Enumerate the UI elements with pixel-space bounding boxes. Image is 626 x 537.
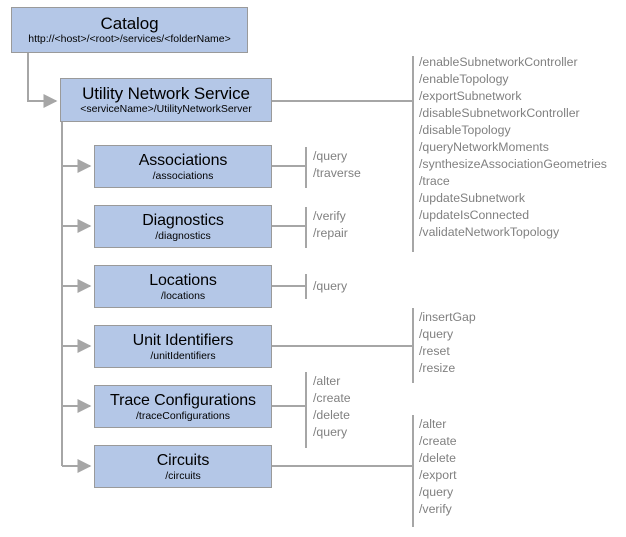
op-list-locations: /query <box>313 278 347 295</box>
catalog-title: Catalog <box>100 14 159 33</box>
op-bar-trace-configurations <box>305 372 307 448</box>
op-item[interactable]: /query <box>419 485 454 499</box>
op-list-trace-configurations: /alter /create /delete /query <box>313 373 351 441</box>
op-item[interactable]: /delete <box>419 451 456 465</box>
unit-identifiers-title: Unit Identifiers <box>132 331 234 349</box>
circuits-path: /circuits <box>165 469 201 482</box>
node-unit-identifiers[interactable]: Unit Identifiers /unitIdentifiers <box>94 325 272 368</box>
diagnostics-path: /diagnostics <box>155 229 211 242</box>
op-item[interactable]: /create <box>313 391 351 405</box>
locations-title: Locations <box>149 271 217 289</box>
op-item[interactable]: /synthesizeAssociationGeometries <box>419 157 607 171</box>
op-item[interactable]: /query <box>313 279 348 293</box>
op-item[interactable]: /traverse <box>313 166 361 180</box>
op-item[interactable]: /query <box>313 425 348 439</box>
op-item[interactable]: /updateIsConnected <box>419 208 530 222</box>
node-utility-network-service[interactable]: Utility Network Service <serviceName>/Ut… <box>60 78 272 122</box>
op-item[interactable]: /delete <box>313 408 350 422</box>
associations-path: /associations <box>152 169 214 182</box>
node-circuits[interactable]: Circuits /circuits <box>94 445 272 488</box>
node-associations[interactable]: Associations /associations <box>94 145 272 188</box>
catalog-path: http://<host>/<root>/services/<folderNam… <box>28 33 231 45</box>
node-locations[interactable]: Locations /locations <box>94 265 272 308</box>
op-item[interactable]: /query <box>419 327 454 341</box>
op-item[interactable]: /trace <box>419 174 450 188</box>
op-bar-service <box>412 56 414 252</box>
op-bar-locations <box>305 274 307 299</box>
trace-configurations-title: Trace Configurations <box>110 391 256 409</box>
op-bar-unit-identifiers <box>412 308 414 383</box>
node-diagnostics[interactable]: Diagnostics /diagnostics <box>94 205 272 248</box>
circuits-title: Circuits <box>156 451 210 469</box>
op-item[interactable]: /resize <box>419 361 456 375</box>
op-list-circuits: /alter /create /delete /export /query /v… <box>419 416 457 518</box>
op-list-associations: /query /traverse <box>313 148 361 182</box>
op-item[interactable]: /exportSubnetwork <box>419 89 522 103</box>
locations-path: /locations <box>160 289 206 302</box>
op-list-unit-identifiers: /insertGap /query /reset /resize <box>419 309 476 377</box>
op-list-service: /enableSubnetworkController /enableTopol… <box>419 54 607 241</box>
op-item[interactable]: /enableSubnetworkController <box>419 55 578 69</box>
op-item[interactable]: /alter <box>313 374 341 388</box>
service-title: Utility Network Service <box>82 84 250 103</box>
op-item[interactable]: /enableTopology <box>419 72 509 86</box>
op-item[interactable]: /queryNetworkMoments <box>419 140 549 154</box>
op-bar-diagnostics <box>305 207 307 248</box>
op-list-diagnostics: /verify /repair <box>313 208 348 242</box>
op-item[interactable]: /verify <box>313 209 346 223</box>
op-item[interactable]: /alter <box>419 417 447 431</box>
op-item[interactable]: /disableTopology <box>419 123 511 137</box>
op-item[interactable]: /validateNetworkTopology <box>419 225 560 239</box>
unit-identifiers-path: /unitIdentifiers <box>150 349 216 362</box>
op-item[interactable]: /disableSubnetworkController <box>419 106 580 120</box>
node-trace-configurations[interactable]: Trace Configurations /traceConfiguration… <box>94 385 272 428</box>
op-bar-circuits <box>412 415 414 527</box>
service-path: <serviceName>/UtilityNetworkServer <box>80 103 252 115</box>
associations-title: Associations <box>138 151 228 169</box>
op-item[interactable]: /verify <box>419 502 452 516</box>
op-item[interactable]: /create <box>419 434 457 448</box>
node-catalog[interactable]: Catalog http://<host>/<root>/services/<f… <box>11 7 248 53</box>
op-bar-associations <box>305 147 307 188</box>
trace-configurations-path: /traceConfigurations <box>136 409 230 422</box>
op-item[interactable]: /updateSubnetwork <box>419 191 525 205</box>
edge-catalog-to-service <box>27 53 58 108</box>
op-item[interactable]: /export <box>419 468 457 482</box>
op-item[interactable]: /insertGap <box>419 310 476 324</box>
diagnostics-title: Diagnostics <box>142 211 224 229</box>
op-item[interactable]: /reset <box>419 344 450 358</box>
op-item[interactable]: /repair <box>313 226 348 240</box>
op-item[interactable]: /query <box>313 149 348 163</box>
